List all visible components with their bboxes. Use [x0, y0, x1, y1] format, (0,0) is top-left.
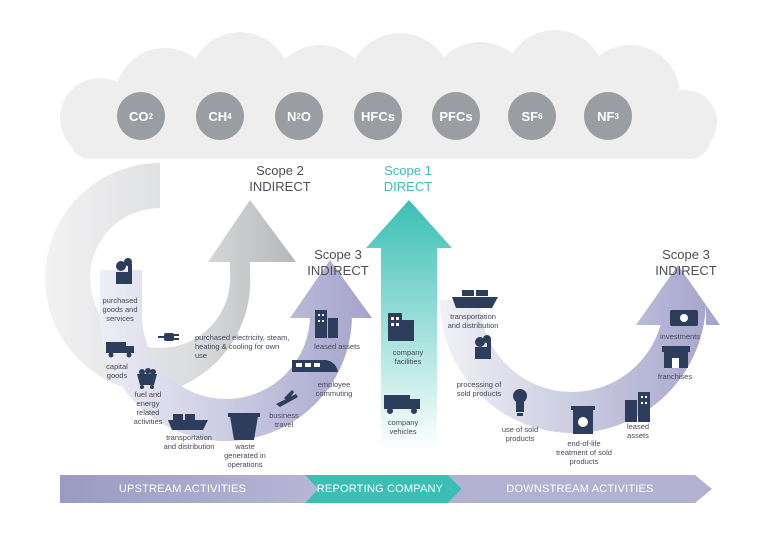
scope3-upstream-label: Scope 3 INDIRECT: [296, 247, 380, 279]
gas-co2-sub: 2: [148, 111, 153, 121]
label-fuel-energy: fuel and energy related activities: [133, 390, 163, 426]
label-franchises: franchises: [657, 372, 693, 381]
storefront-icon: [662, 346, 690, 368]
label-capital-goods: capital goods: [106, 362, 128, 380]
scope1-type: DIRECT: [383, 179, 433, 194]
ship-icon: [168, 414, 208, 430]
label-downstream-leased-assets: leased assets: [626, 422, 650, 440]
label-downstream-transport: transportation and distribution: [447, 312, 499, 330]
gas-n2o-main: N: [287, 108, 297, 124]
label-use-of-sold: use of sold products: [501, 425, 539, 443]
scope3-upstream-type: INDIRECT: [307, 263, 369, 278]
waste-bin-icon: [228, 413, 260, 440]
scope2-title: Scope 2: [256, 163, 304, 178]
plug-icon: [158, 333, 179, 341]
label-commuting: employee commuting: [315, 380, 353, 398]
gas-nf3-sub: 3: [614, 111, 619, 121]
company-truck-icon: [384, 395, 420, 414]
coal-cart-icon: [137, 368, 157, 389]
gas-ch4-sub: 4: [227, 111, 232, 121]
gas-hfcs: HFCs: [354, 92, 402, 140]
upstream-band: [60, 475, 318, 503]
gas-pfcs-main: PFCs: [439, 108, 473, 124]
gas-sf6-sub: 6: [538, 111, 543, 121]
gas-n2o-sub: 2: [296, 111, 301, 121]
band-upstream-label: UPSTREAM ACTIVITIES: [118, 483, 247, 495]
label-company-facilities: company facilities: [392, 348, 424, 366]
gas-pfcs: PFCs: [432, 92, 480, 140]
label-purchased-electricity: purchased electricity, steam, heating & …: [195, 333, 290, 360]
gas-sf6-main: SF: [521, 108, 539, 124]
downstream-building-icon: [625, 392, 650, 422]
scope3-downstream-type: INDIRECT: [655, 263, 717, 278]
factory-icon: [116, 258, 132, 284]
processing-factory-icon: [475, 335, 491, 359]
scope3-upstream-title: Scope 3: [314, 247, 362, 262]
scope3-upstream-arrow: [100, 260, 372, 441]
gas-co2-main: CO: [129, 108, 149, 124]
label-waste: waste generated in operations: [224, 442, 266, 469]
label-end-of-life: end-of-life treatment of sold products: [556, 439, 612, 466]
train-icon: [292, 360, 338, 372]
band-reporting-label: REPORTING COMPANY: [316, 483, 444, 495]
downstream-band: [448, 475, 712, 503]
label-purchased-goods: purchased goods and services: [102, 296, 138, 323]
label-investments: investments: [659, 332, 701, 341]
truck-icon: [106, 342, 134, 358]
gas-hfcs-main: HFCs: [361, 108, 395, 124]
company-facilities-icon: [388, 313, 414, 341]
scope3-downstream-label: Scope 3 INDIRECT: [644, 247, 728, 279]
label-upstream-transport: transportation and distribution: [163, 433, 215, 451]
downstream-ship-icon: [452, 290, 498, 308]
label-business-travel: business travel: [269, 411, 299, 429]
gas-ch4-main: CH: [208, 108, 228, 124]
light-bulb-icon: [513, 389, 527, 416]
band-downstream-label: DOWNSTREAM ACTIVITIES: [506, 483, 654, 495]
scope3-downstream-arrow: [440, 265, 720, 433]
building-icon: [315, 310, 338, 338]
money-icon: [670, 310, 698, 326]
scope2-label: Scope 2 INDIRECT: [238, 163, 322, 195]
scope1-title: Scope 1: [384, 163, 432, 178]
recycle-bin-icon: [571, 406, 595, 434]
scope3-downstream-title: Scope 3: [662, 247, 710, 262]
scope1-label: Scope 1 DIRECT: [366, 163, 450, 195]
gas-nf3-main: NF: [597, 108, 615, 124]
label-processing: processing of sold products: [456, 380, 502, 398]
label-company-vehicles: company vehicles: [387, 418, 419, 436]
airplane-icon: [276, 390, 298, 407]
reporting-band: [305, 475, 462, 503]
scope2-type: INDIRECT: [249, 179, 311, 194]
label-upstream-leased-assets: leased assets: [314, 342, 360, 351]
gas-n2o-tail: O: [300, 108, 311, 124]
